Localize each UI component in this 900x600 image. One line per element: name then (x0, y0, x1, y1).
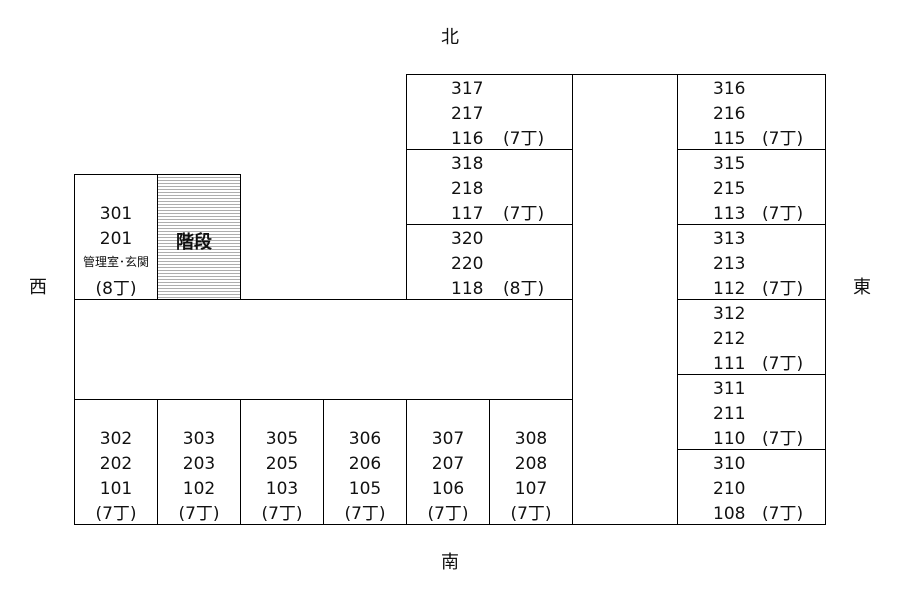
south-room: 308 208 107 (7丁) (490, 400, 572, 524)
room-number-3f: 308 (514, 429, 548, 449)
room-number-3f: 313 (713, 229, 746, 249)
tatami-size: (7丁) (503, 204, 545, 224)
south-room: 307 207 106 (7丁) (407, 400, 489, 524)
room-number-1f: 115 (713, 129, 746, 149)
room-number-1f: 117 (451, 204, 484, 224)
room-number-1f: 113 (713, 204, 746, 224)
north-room: 317 217 116 (7丁) (407, 75, 572, 149)
room-number-2f: 210 (713, 479, 746, 499)
tatami-size: (7丁) (510, 504, 552, 524)
east-room: 311 211 110 (7丁) (678, 375, 825, 449)
tatami-size: (7丁) (762, 279, 804, 299)
south-room: 305 205 103 (7丁) (241, 400, 323, 524)
east-room: 312 212 111 (7丁) (678, 300, 825, 374)
room-number-1f: 116 (451, 129, 484, 149)
stairs-label: 階段 (176, 232, 212, 253)
south-room-outline (489, 399, 573, 525)
north-room: 318 218 117 (7丁) (407, 150, 572, 224)
room-number-2f: 217 (451, 104, 484, 124)
compass-south-label: 南 (441, 552, 459, 573)
room-number-2f: 213 (713, 254, 746, 274)
room-number-3f: 310 (713, 454, 746, 474)
stairs-outline (157, 174, 241, 300)
room-number-2f: 215 (713, 179, 746, 199)
room-number-3f: 307 (431, 429, 465, 449)
tatami-size: (7丁) (503, 129, 545, 149)
room-number-1f: 112 (713, 279, 746, 299)
room-number-3f: 318 (451, 154, 484, 174)
room-number-2f: 211 (713, 404, 746, 424)
room-number-3f: 306 (348, 429, 382, 449)
office-room: 301 201 管理室･玄関 (8丁) (75, 175, 157, 299)
compass-east-label: 東 (853, 277, 871, 298)
room-number-3f: 303 (182, 429, 216, 449)
room-number-1f: 110 (713, 429, 746, 449)
tatami-size: (7丁) (178, 504, 220, 524)
room-number-2f: 206 (348, 454, 382, 474)
south-room: 306 206 105 (7丁) (324, 400, 406, 524)
east-room: 313 213 112 (7丁) (678, 225, 825, 299)
room-number-2f: 201 (99, 229, 133, 249)
room-number-1f: 107 (514, 479, 548, 499)
north-room-outline (406, 224, 573, 300)
compass-west-label: 西 (29, 277, 47, 298)
south-room: 302 202 101 (7丁) (75, 400, 157, 524)
room-number-3f: 301 (99, 204, 133, 224)
room-number-3f: 320 (451, 229, 484, 249)
room-number-2f: 220 (451, 254, 484, 274)
room-number-1f: 105 (348, 479, 382, 499)
office-note: 管理室･玄関 (82, 255, 149, 269)
room-number-3f: 311 (713, 379, 746, 399)
tatami-size: (8丁) (503, 279, 545, 299)
room-number-3f: 316 (713, 79, 746, 99)
room-number-1f: 102 (182, 479, 216, 499)
east-room: 316 216 115 (7丁) (678, 75, 825, 149)
room-number-1f: 111 (713, 354, 746, 374)
east-room: 315 215 113 (7丁) (678, 150, 825, 224)
tatami-size: (7丁) (762, 354, 804, 374)
room-number-3f: 305 (265, 429, 299, 449)
north-room: 320 220 118 (8丁) (407, 225, 572, 299)
room-number-2f: 208 (514, 454, 548, 474)
room-number-1f: 118 (451, 279, 484, 299)
east-room: 310 210 108 (7丁) (678, 450, 825, 524)
room-number-2f: 205 (265, 454, 299, 474)
compass-north-label: 北 (441, 27, 459, 48)
room-number-2f: 218 (451, 179, 484, 199)
room-number-1f: 103 (265, 479, 299, 499)
tatami-size: (7丁) (762, 504, 804, 524)
room-number-3f: 312 (713, 304, 746, 324)
tatami-size: (7丁) (261, 504, 303, 524)
room-number-1f: 106 (431, 479, 465, 499)
room-number-2f: 207 (431, 454, 465, 474)
tatami-size: (8丁) (95, 279, 137, 299)
south-room: 303 203 102 (7丁) (158, 400, 240, 524)
room-number-3f: 315 (713, 154, 746, 174)
tatami-size: (7丁) (95, 504, 137, 524)
tatami-size: (7丁) (762, 129, 804, 149)
room-number-2f: 202 (99, 454, 133, 474)
tatami-size: (7丁) (427, 504, 469, 524)
tatami-size: (7丁) (344, 504, 386, 524)
tatami-size: (7丁) (762, 204, 804, 224)
room-number-1f: 108 (713, 504, 746, 524)
room-number-2f: 203 (182, 454, 216, 474)
room-number-1f: 101 (99, 479, 133, 499)
east-room-outline (677, 449, 826, 525)
room-number-2f: 212 (713, 329, 746, 349)
room-number-3f: 317 (451, 79, 484, 99)
tatami-size: (7丁) (762, 429, 804, 449)
room-number-3f: 302 (99, 429, 133, 449)
room-number-2f: 216 (713, 104, 746, 124)
